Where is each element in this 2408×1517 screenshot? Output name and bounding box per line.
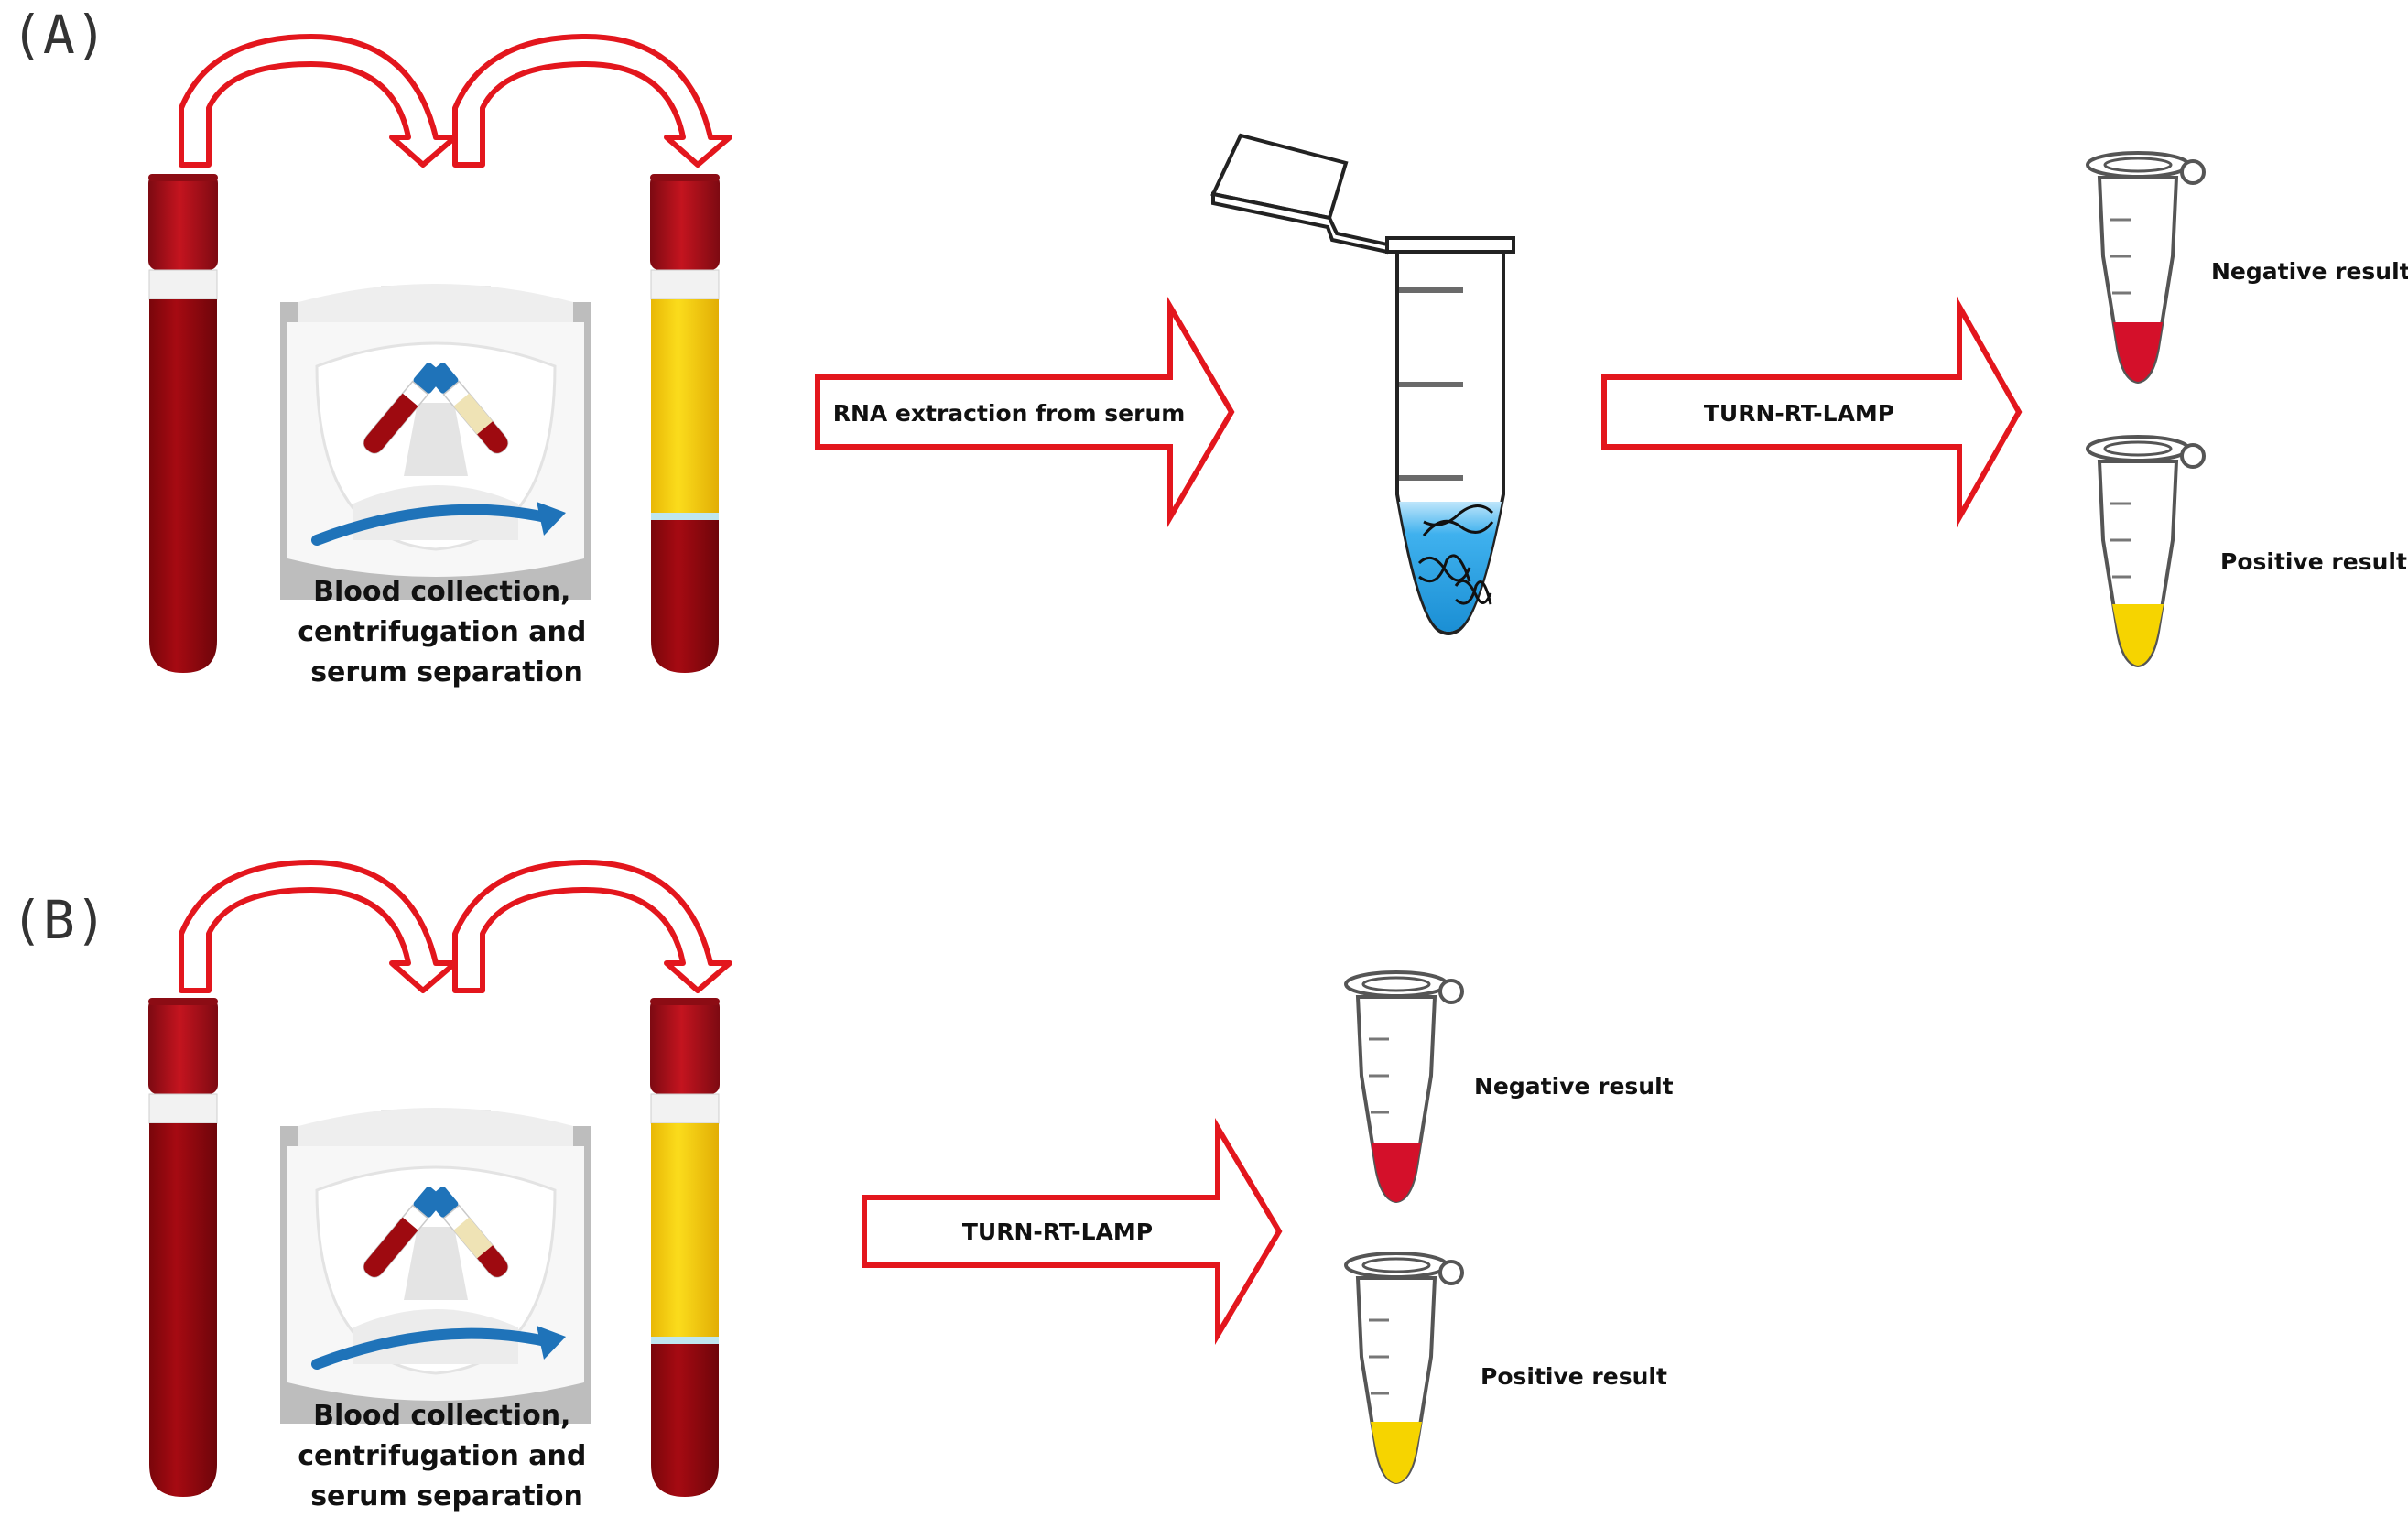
centrifuge-icon [280, 1108, 591, 1424]
blood-tube-icon [147, 173, 219, 674]
panel-b-label: (B) [11, 889, 107, 951]
panel-b: (B) Blood collection, centrifugation and… [11, 860, 1674, 1512]
rna-extraction-label: RNA extraction from serum [833, 400, 1186, 427]
centrifuge-icon [280, 284, 591, 600]
transfer-arrows [179, 34, 732, 168]
rna-extraction-arrow: RNA extraction from serum [815, 296, 1235, 528]
transfer-arrows-b [179, 860, 732, 993]
turn-rt-lamp-label-a: TURN-RT-LAMP [1704, 400, 1894, 427]
microtube-icon [1210, 133, 1515, 635]
turn-rt-lamp-arrow-b: TURN-RT-LAMP [862, 1118, 1283, 1345]
serum-tube-icon [649, 173, 721, 674]
panel-a: (A) Blood collection, centrifugation and… [11, 4, 2408, 688]
serum-tube-icon [649, 997, 721, 1498]
positive-result-label-b: Positive result [1481, 1363, 1667, 1390]
negative-result-tube-a [2086, 151, 2206, 384]
negative-result-label-a: Negative result [2211, 258, 2408, 285]
dna-icon [1417, 504, 1494, 605]
positive-result-tube-b [1344, 1252, 1464, 1484]
negative-result-label-b: Negative result [1474, 1073, 1674, 1100]
panel-a-label: (A) [11, 4, 107, 66]
caption-b: Blood collection, centrifugation and ser… [298, 1400, 596, 1512]
turn-rt-lamp-label-b: TURN-RT-LAMP [962, 1219, 1153, 1245]
positive-result-label-a: Positive result [2220, 548, 2407, 575]
turn-rt-lamp-arrow-a: TURN-RT-LAMP [1601, 296, 2023, 528]
positive-result-tube-a [2086, 435, 2206, 667]
negative-result-tube-b [1344, 970, 1464, 1203]
caption-a: Blood collection, centrifugation and ser… [298, 576, 596, 688]
blood-tube-icon [147, 997, 219, 1498]
